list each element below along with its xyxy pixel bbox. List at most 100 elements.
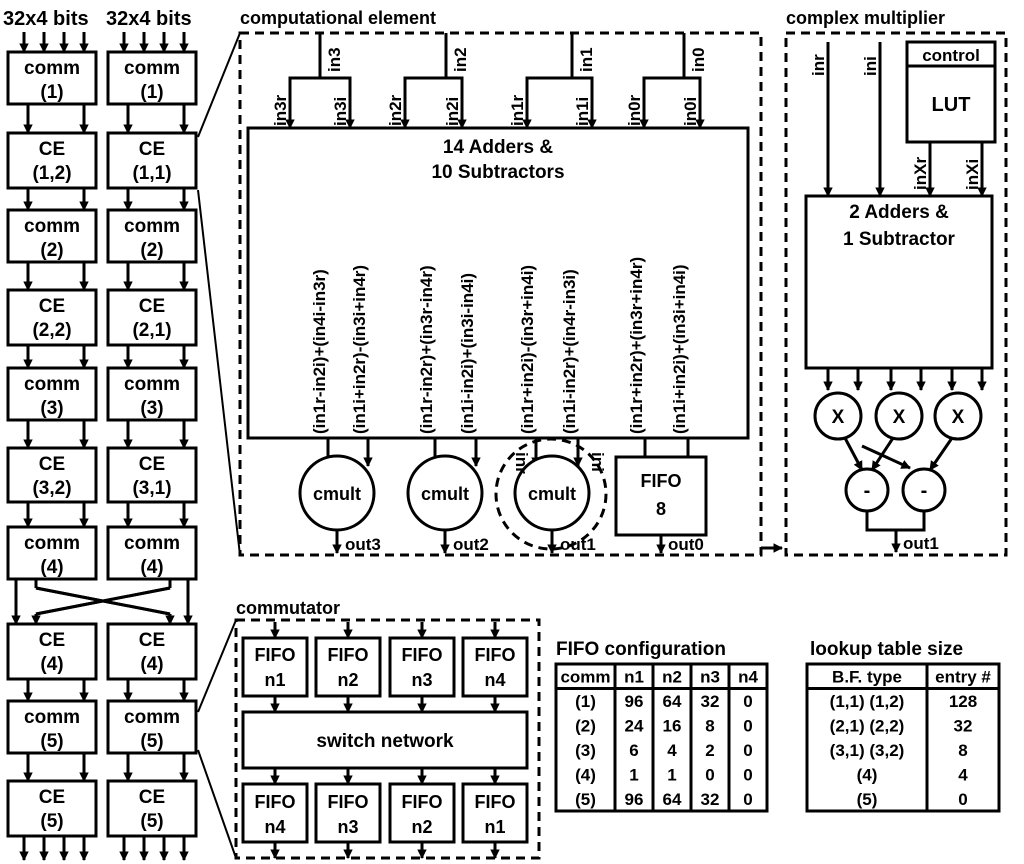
fifo-label: FIFO bbox=[328, 792, 369, 812]
fifo-box bbox=[461, 782, 529, 844]
commutator-panel: commutator FIFOn1FIFOn4FIFOn2FIFOn3FIFOn… bbox=[234, 598, 541, 860]
ce-expression-label: (in1r-in2i)+(in4i-in3r) bbox=[310, 269, 329, 434]
switch-network-label: switch network bbox=[316, 731, 454, 752]
cmult-label: cmult bbox=[421, 484, 469, 504]
fifo-table-cell: 24 bbox=[625, 717, 644, 736]
fifo-table-cell: 0 bbox=[743, 717, 752, 736]
column-header-left: 32x4 bits bbox=[3, 8, 89, 30]
ce-split-label: in1r bbox=[508, 94, 527, 126]
lut-table-cell: 128 bbox=[949, 692, 977, 711]
fifo-table-cell: 2 bbox=[705, 741, 714, 760]
fifo-box bbox=[241, 782, 309, 844]
stage-box bbox=[106, 622, 198, 681]
zoom-line-comm-bottom bbox=[197, 749, 237, 859]
fifo-depth: n1 bbox=[484, 817, 505, 837]
cmult-label: cmult bbox=[528, 484, 576, 504]
ce-panel-title: computational element bbox=[240, 8, 436, 28]
fifo-label: FIFO bbox=[641, 471, 682, 491]
fifo-table-cell: (1) bbox=[575, 692, 596, 711]
cm-input-ini-label: ini bbox=[861, 56, 880, 76]
stage-box bbox=[106, 208, 198, 264]
fifo-table-cell: 0 bbox=[743, 692, 752, 711]
fifo-table-cell: (4) bbox=[575, 766, 596, 785]
lut-label: LUT bbox=[932, 94, 971, 116]
fifo-depth: n4 bbox=[264, 817, 285, 837]
ce-input-split bbox=[525, 76, 594, 128]
stage-label: CE bbox=[39, 630, 65, 651]
stage-label: comm bbox=[124, 707, 180, 728]
fifo-label: FIFO bbox=[402, 645, 443, 665]
ce-input-label: in2 bbox=[451, 47, 470, 72]
fifo-table-title: FIFO configuration bbox=[556, 639, 726, 660]
stage-label: CE bbox=[139, 296, 165, 317]
cmult-unit-3: cmult out1 bbox=[513, 454, 596, 554]
zoom-line-ce-bottom bbox=[197, 189, 241, 556]
fifo-depth: n2 bbox=[337, 670, 358, 690]
pipeline-column-left: comm(1)CE(1,2)comm(2)CE(2,2)comm(3)CE(3,… bbox=[6, 50, 98, 838]
stage-index: (5) bbox=[140, 811, 163, 832]
ce-split-label: in3i bbox=[331, 97, 350, 126]
subtractor-symbol: - bbox=[864, 480, 871, 502]
zoom-lines bbox=[197, 32, 241, 859]
fifo-box bbox=[314, 636, 382, 698]
fifo-table-cell: 64 bbox=[663, 692, 682, 711]
stage-comm-right-5: comm(3) bbox=[106, 366, 198, 422]
ce-split-label: in3r bbox=[271, 94, 290, 126]
fifo-depth: n3 bbox=[337, 817, 358, 837]
stage-ce-right-8: CE(4) bbox=[106, 622, 198, 681]
fifo-table-cell: 4 bbox=[667, 741, 677, 760]
cmult-output-label: out1 bbox=[560, 535, 596, 554]
fifo-box bbox=[241, 636, 309, 698]
ce-expression-label: (in1r+in2r)+(in3r+in4r) bbox=[627, 257, 646, 434]
fifo-table-header-cell: n4 bbox=[738, 668, 758, 687]
ce-input-label: in3 bbox=[325, 47, 344, 72]
ce-split-label: in2i bbox=[443, 97, 462, 126]
stage-index: (2) bbox=[140, 240, 163, 261]
zoom-line-comm-top bbox=[197, 619, 237, 713]
stage-comm-right-9: comm (5) bbox=[106, 699, 198, 755]
adder-block-label-1: 14 Adders & bbox=[443, 137, 553, 158]
cmult-highlight-circle bbox=[494, 437, 608, 551]
fifo-box bbox=[388, 782, 456, 844]
stage-label: comm bbox=[124, 58, 180, 79]
pipeline-column-right: comm(1)CE(1,1)comm(2)CE(2,1)comm(3)CE(3,… bbox=[106, 50, 198, 838]
fifo-output-label: out0 bbox=[668, 535, 704, 554]
stage-index: (3,1) bbox=[132, 478, 171, 499]
lut-table-cell: (5) bbox=[857, 790, 878, 809]
fifo-depth: n4 bbox=[484, 670, 505, 690]
stage-comm-right-1: comm(1) bbox=[106, 50, 198, 106]
ce-panel-border bbox=[238, 31, 763, 557]
cm-output-merge bbox=[865, 511, 926, 532]
stage-index: (5) bbox=[140, 731, 163, 752]
stage-box bbox=[6, 699, 98, 755]
stage-comm-left-3: comm(2) bbox=[6, 208, 98, 264]
stage-label: comm bbox=[124, 533, 180, 554]
stage-label: CE bbox=[139, 630, 165, 651]
stage-index: (4) bbox=[140, 557, 163, 578]
stage-ce-left-6: CE(3,2) bbox=[6, 446, 98, 504]
stage-label: comm bbox=[24, 707, 80, 728]
lut-table-title: lookup table size bbox=[810, 639, 963, 660]
cm-adder-label-1: 2 Adders & bbox=[849, 202, 949, 223]
stage-ce-right-10: CE(5) bbox=[106, 779, 198, 838]
lut-table-cell: 4 bbox=[958, 766, 968, 785]
stage-label: CE bbox=[139, 139, 165, 160]
ce-split-label: in1i bbox=[573, 97, 592, 126]
stage-box bbox=[6, 622, 98, 681]
stage-box bbox=[6, 779, 98, 838]
cm-output-label: out1 bbox=[903, 534, 939, 553]
comm-panel-title: commutator bbox=[236, 598, 340, 618]
fifo-depth: n1 bbox=[264, 670, 285, 690]
fifo-box bbox=[314, 782, 382, 844]
cmult-label: cmult bbox=[313, 484, 361, 504]
stage-box bbox=[106, 288, 198, 347]
